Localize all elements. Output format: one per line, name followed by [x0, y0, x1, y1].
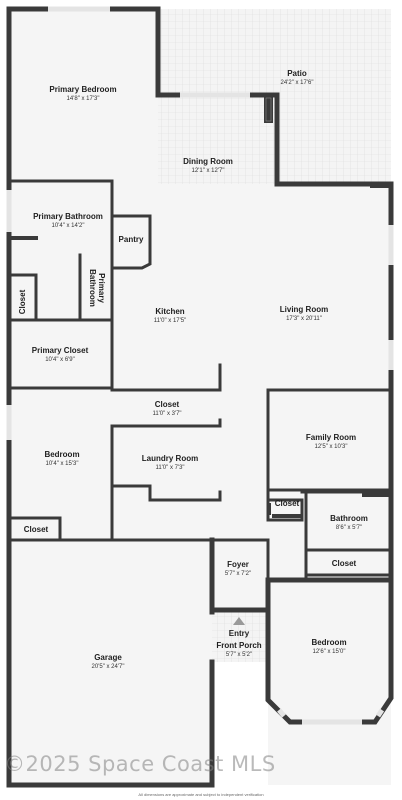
- room-dims-bedroom-left: 10'4" x 15'3": [46, 461, 79, 467]
- room-label-closet-mid: Closet: [155, 400, 180, 409]
- room-label-closet-bottom-left: Closet: [24, 525, 49, 534]
- room-label-family-room: Family Room: [306, 433, 356, 442]
- room-label-garage: Garage: [94, 653, 122, 662]
- room-dims-bedroom-right: 12'6" x 15'0": [313, 649, 346, 655]
- room-label-closet-right: Closet: [275, 499, 300, 508]
- room-dims-primary-bathroom: 10'4" x 14'2": [52, 223, 85, 229]
- room-dims-foyer: 5'7" x 7'2": [225, 571, 251, 577]
- room-label-living-room: Living Room: [280, 305, 328, 314]
- room-label-kitchen: Kitchen: [155, 307, 184, 316]
- room-label-pantry: Pantry: [119, 235, 144, 244]
- room-label-dining-room: Dining Room: [183, 157, 233, 166]
- room-label-primary-bathroom: Primary Bathroom: [33, 212, 103, 221]
- room-label-bathroom: Bathroom: [330, 514, 368, 523]
- room-dims-family-room: 12'5" x 10'3": [315, 444, 348, 450]
- room-label-bedroom-right: Bedroom: [311, 638, 346, 647]
- room-dims-patio: 24'2" x 17'6": [281, 80, 314, 86]
- room-dims-primary-bedroom: 14'8" x 17'3": [67, 96, 100, 102]
- room-dims-closet-mid: 11'0" x 3'7": [152, 411, 181, 417]
- room-dims-primary-closet: 10'4" x 6'9": [45, 357, 75, 363]
- entry-arrow-icon: [233, 617, 245, 625]
- vanity: [10, 236, 38, 240]
- room-dims-living-room: 17'3" x 20'11": [286, 316, 322, 322]
- bath-vanity: [362, 493, 390, 497]
- room-label-foyer: Foyer: [227, 560, 249, 569]
- room-label-primary-bathroom-small-2: Bathroom: [88, 269, 97, 307]
- room-label-primary-closet: Primary Closet: [32, 346, 89, 355]
- room-dims-bathroom: 8'6" x 5'7": [336, 525, 362, 531]
- room-label-closet-left: Closet: [18, 289, 27, 314]
- room-dims-garage: 20'5" x 24'7": [92, 664, 125, 670]
- room-label-primary-bedroom: Primary Bedroom: [49, 85, 116, 94]
- patio-column: [264, 96, 273, 123]
- room-label-closet-bottom-right: Closet: [332, 559, 357, 568]
- room-label-patio: Patio: [287, 69, 307, 78]
- room-dims-dining-room: 12'1" x 12'7": [192, 168, 225, 174]
- room-label-bedroom-left: Bedroom: [44, 450, 79, 459]
- disclaimer-text: All dimensions are approximate and subje…: [138, 792, 264, 797]
- room-label-front-porch: Front Porch: [216, 641, 261, 650]
- room-label-laundry-room: Laundry Room: [142, 454, 198, 463]
- room-dims-kitchen: 11'0" x 17'5": [154, 318, 186, 324]
- room-label-entry: Entry: [229, 629, 250, 638]
- room-dims-laundry-room: 11'0" x 7'3": [155, 465, 184, 471]
- room-dims-front-porch: 5'7" x 5'2": [226, 652, 252, 658]
- watermark: ©2025 Space Coast MLS: [4, 752, 276, 776]
- room-label-primary-bathroom-small-1: Primary: [97, 273, 106, 303]
